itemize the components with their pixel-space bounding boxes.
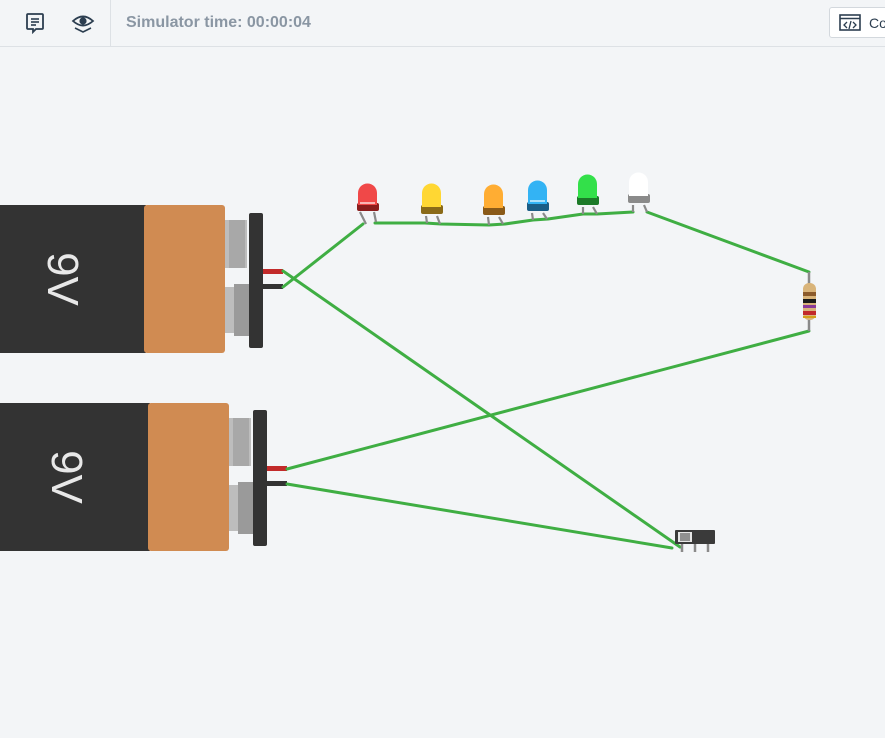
wire-resistor-to-battery2-pos (285, 329, 811, 471)
simulator-time: Simulator time: 00:00:04 (126, 14, 311, 31)
battery-top-voltage-label: 9V (38, 252, 87, 306)
toolbar-divider (110, 0, 111, 47)
battery-bottom-voltage-label: 9V (42, 450, 91, 504)
code-window-icon (839, 14, 861, 31)
wire-battery2-neg-to-switch (285, 482, 674, 550)
notes-button[interactable] (19, 7, 51, 39)
resistor[interactable] (803, 272, 816, 331)
battery-bottom-negative-terminal[interactable] (267, 481, 287, 486)
led-blue[interactable] (527, 180, 549, 221)
led-orange[interactable] (483, 184, 505, 226)
circuit-canvas[interactable] (0, 48, 885, 738)
wire-battery1-pos-to-switch (281, 269, 682, 549)
wire-white-led-to-resistor (645, 210, 811, 274)
view-button[interactable] (67, 7, 99, 39)
battery-9v-bottom[interactable] (0, 403, 287, 551)
battery-9v-top[interactable] (0, 205, 283, 353)
wire-led-chain (373, 210, 635, 227)
eye-icon (71, 15, 95, 33)
simulator-toolbar: Simulator time: 00:00:04 Co (0, 0, 885, 47)
wire-battery1-neg-to-red-led (281, 222, 365, 289)
notes-icon (26, 13, 44, 34)
led-green[interactable] (577, 174, 599, 215)
led-red[interactable] (357, 183, 379, 225)
battery-bottom-positive-terminal[interactable] (267, 466, 287, 471)
led-yellow[interactable] (421, 183, 443, 225)
led-white[interactable] (628, 172, 650, 213)
wires[interactable] (281, 210, 811, 550)
slide-switch[interactable] (675, 530, 715, 552)
battery-top-negative-terminal[interactable] (263, 284, 283, 289)
code-button-label: Co (869, 14, 885, 31)
battery-top-positive-terminal[interactable] (263, 269, 283, 274)
code-button[interactable]: Co (829, 7, 885, 38)
